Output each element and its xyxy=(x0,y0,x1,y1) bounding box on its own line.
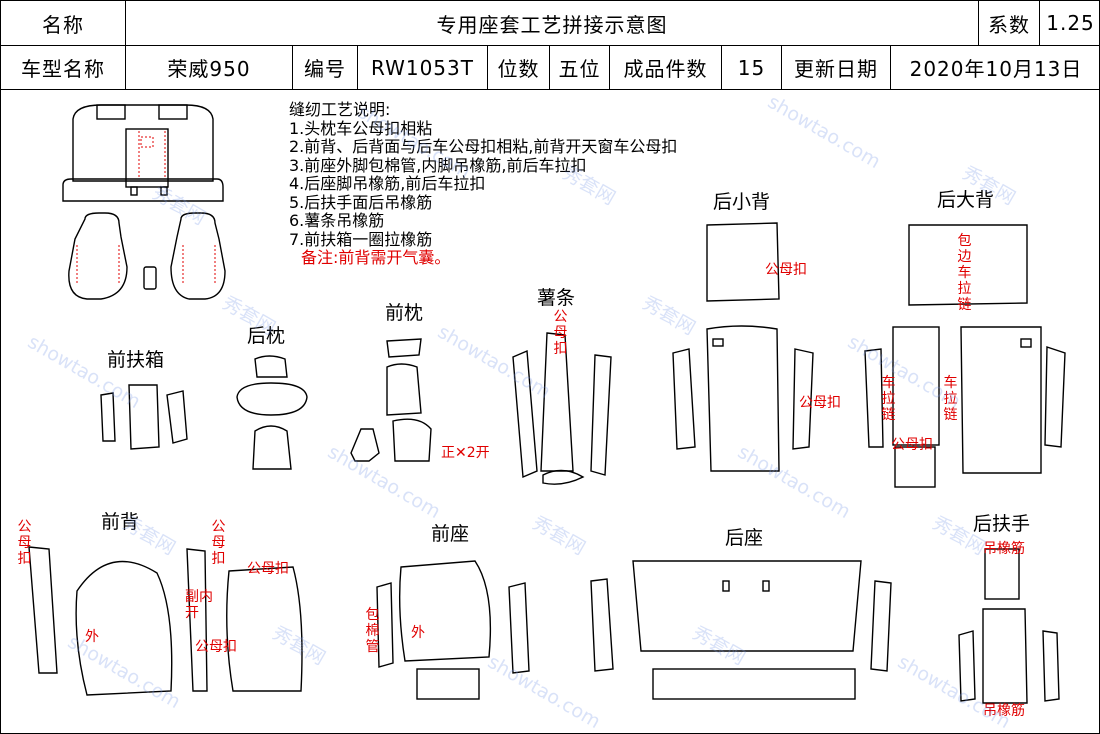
note-snap-chips: 公母扣 xyxy=(553,309,568,357)
coef-label: 系数 xyxy=(979,1,1040,45)
note-2: 2.前背、后背面与后车公母扣相粘,前背开天窗车公母扣 xyxy=(289,137,678,156)
code-value: RW1053T xyxy=(358,46,488,89)
note-open-x2: 正✕2开 xyxy=(441,445,490,461)
front-seat-pieces xyxy=(376,560,530,700)
note-snap-small-back: 公母扣 xyxy=(765,262,807,278)
front-headrest-pieces xyxy=(350,338,432,462)
note-4: 4.后座脚吊橡筋,前后车拉扣 xyxy=(289,174,486,193)
label-front-seat: 前座 xyxy=(431,523,470,545)
model-label: 车型名称 xyxy=(1,46,126,89)
note-snap-small-back-2: 公母扣 xyxy=(799,395,841,411)
chips-strip-pieces xyxy=(512,332,612,485)
label-rear-armrest: 后扶手 xyxy=(973,513,1031,535)
rear-armrest-pieces xyxy=(958,548,1060,704)
pattern-diagram xyxy=(28,104,1066,704)
header-row-1: 名称 专用座套工艺拼接示意图 系数 1.25 xyxy=(1,1,1100,46)
note-elastic-bottom: 吊橡筋 xyxy=(983,703,1025,719)
note-zipper-left: 车拉链 xyxy=(881,375,896,423)
seats-value: 五位 xyxy=(550,46,610,89)
note-snap-front-back-bottom: 公母扣 xyxy=(195,639,237,655)
notes-remark: 备注:前背需开气囊。 xyxy=(301,248,451,267)
label-rear-small-back: 后小背 xyxy=(713,191,771,213)
note-1: 1.头枕车公母扣相粘 xyxy=(289,118,433,138)
note-snap-front-back-right: 公母扣 xyxy=(247,561,289,577)
notes-title: 缝纫工艺说明: xyxy=(289,100,391,119)
note-side-open: 副内开 xyxy=(185,589,213,621)
note-7: 7.前扶箱一圈拉橡筋 xyxy=(289,229,433,249)
date-label: 更新日期 xyxy=(782,46,891,89)
coef-value: 1.25 xyxy=(1046,11,1095,35)
note-outer-front-back: 外 xyxy=(85,629,99,645)
rear-big-back-pieces xyxy=(864,224,1066,488)
rear-small-back-pieces xyxy=(672,222,814,472)
seat-overview-illustration xyxy=(62,104,226,300)
code-label: 编号 xyxy=(293,46,358,89)
pieces-value: 15 xyxy=(722,46,782,89)
note-snap-big-back: 公母扣 xyxy=(891,437,933,453)
sewing-notes: 缝纫工艺说明: 1.头枕车公母扣相粘 2.前背、后背面与后车公母扣相粘,前背开天… xyxy=(289,100,678,268)
date-value: 2020年10月13日 xyxy=(909,57,1083,81)
rear-headrest-pieces xyxy=(236,355,308,470)
label-front-armbox: 前扶箱 xyxy=(107,349,165,371)
pieces-label: 成品件数 xyxy=(610,46,722,89)
label-rear-seat: 后座 xyxy=(725,527,764,549)
label-chips: 薯条 xyxy=(537,287,576,309)
note-6: 6.薯条吊橡筋 xyxy=(289,211,385,230)
header-row-2: 车型名称 荣威950 编号 RW1053T 位数 五位 成品件数 15 更新日期… xyxy=(1,46,1100,90)
name-label: 名称 xyxy=(1,1,126,45)
note-cotton-tube: 包棉管 xyxy=(365,607,380,655)
note-3: 3.前座外脚包棉管,内脚吊橡筋,前后车拉扣 xyxy=(289,155,587,175)
note-elastic-top: 吊橡筋 xyxy=(983,541,1025,557)
sheet-title: 专用座套工艺拼接示意图 xyxy=(126,1,979,45)
note-snap-front-back-left: 公母扣 xyxy=(17,519,32,567)
note-edge-zipper: 包边车拉链 xyxy=(957,233,972,313)
model-value: 荣威950 xyxy=(126,46,293,89)
note-zipper-right: 车拉链 xyxy=(943,375,958,423)
label-rear-headrest: 后枕 xyxy=(247,325,286,347)
seats-label: 位数 xyxy=(488,46,550,89)
rear-seat-pieces xyxy=(590,560,892,700)
front-back-pieces xyxy=(28,546,303,696)
front-armbox-pieces xyxy=(100,384,188,450)
note-5: 5.后扶手面后吊橡筋 xyxy=(289,192,433,212)
note-outer-front-seat: 外 xyxy=(411,625,425,641)
label-front-back: 前背 xyxy=(101,511,140,533)
label-front-headrest: 前枕 xyxy=(385,302,424,324)
note-snap-front-back-mid: 公母扣 xyxy=(211,519,226,567)
label-rear-big-back: 后大背 xyxy=(937,189,995,211)
